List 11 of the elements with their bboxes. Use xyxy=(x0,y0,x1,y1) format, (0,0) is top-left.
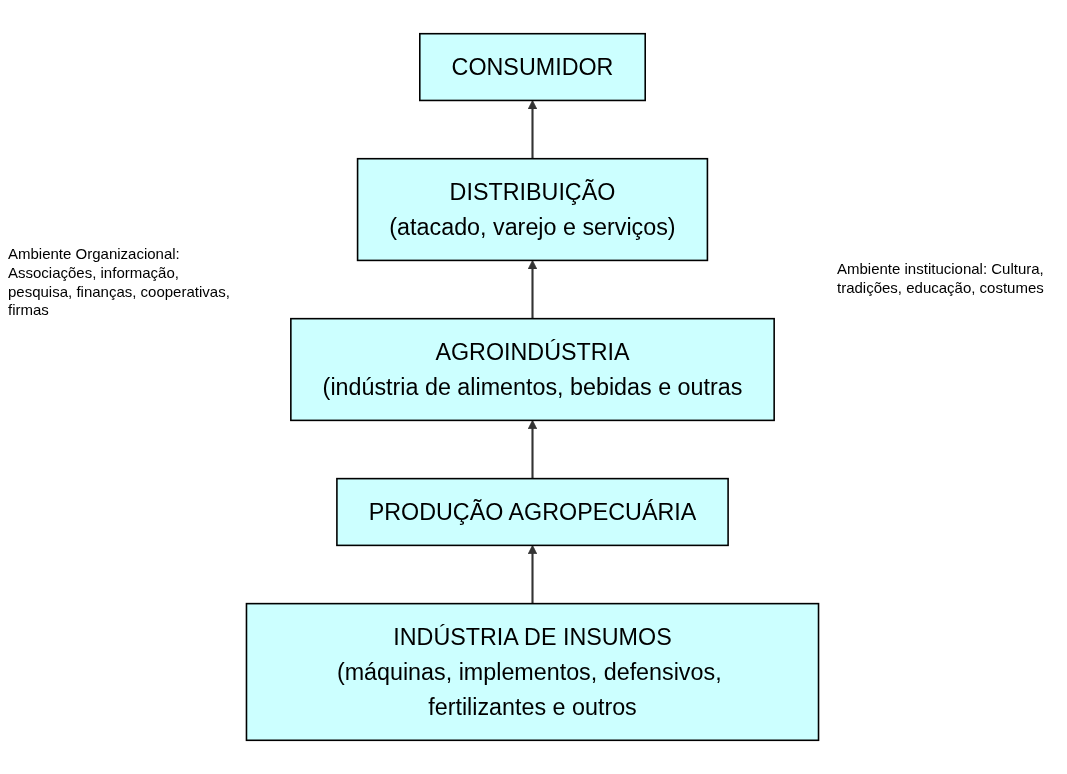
arrow xyxy=(527,419,538,479)
arrow xyxy=(527,544,538,604)
node-box: PRODUÇÃO AGROPECUÁRIA xyxy=(336,477,729,547)
node-box: AGROINDÚSTRIA (indústria de alimentos, bebidas e outras xyxy=(290,317,775,422)
node-box: INDÚSTRIA DE INSUMOS (máquinas, implementos, defensivos, fertilizantes e outros xyxy=(245,602,820,742)
node-box: DISTRIBUIÇÃO (atacado, varejo e serviços) xyxy=(356,157,709,262)
note-text: Ambiente institucional: Cultura, tradições, educação, costumes xyxy=(837,260,1045,298)
arrow xyxy=(527,260,538,319)
note-text: Ambiente Organizacional: Associações, informação, pesquisa, finanças, cooperativas, firmas xyxy=(8,245,231,320)
arrow xyxy=(527,100,538,159)
node-box: CONSUMIDOR xyxy=(419,32,646,102)
